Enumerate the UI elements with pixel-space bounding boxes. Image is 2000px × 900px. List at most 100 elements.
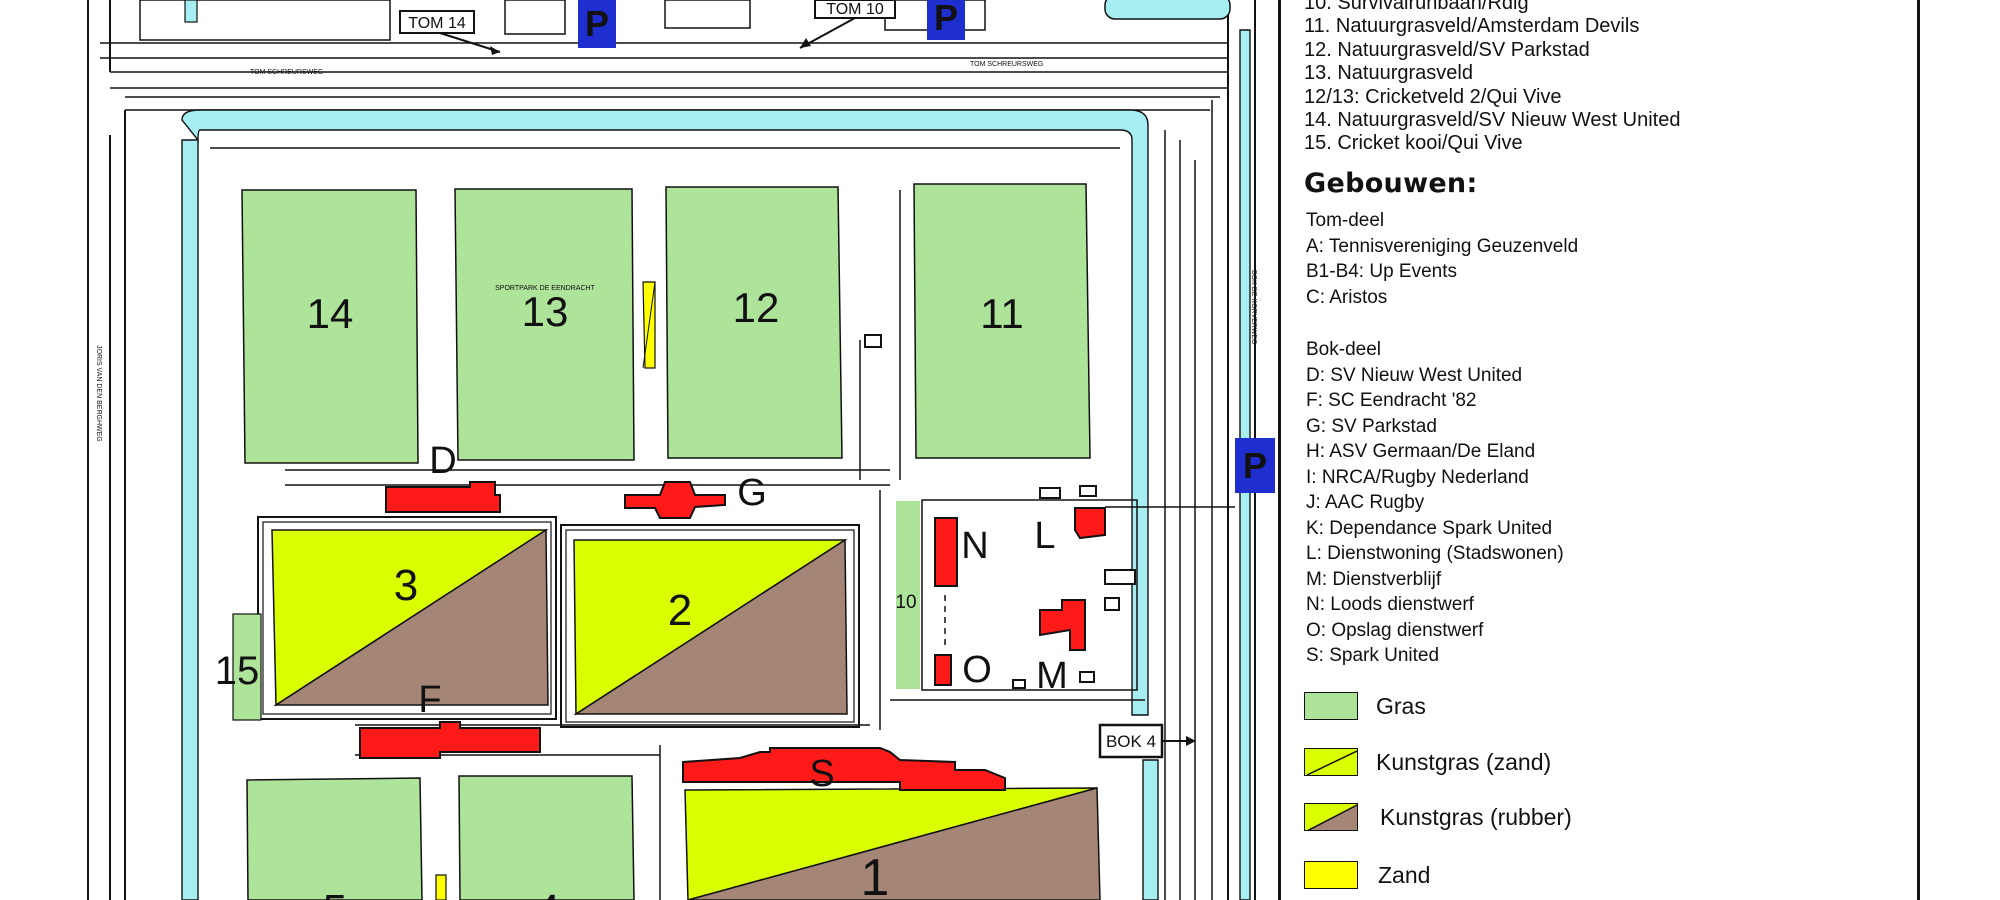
fields-legend-list: 10. Survivalrunbaan/Rdlg 11. Natuurgrasv… [1304, 0, 1680, 156]
field-2-rubber [573, 538, 848, 715]
field-1-number: 1 [861, 849, 890, 900]
upper-fields [241, 183, 1091, 464]
building-label-N: N [961, 525, 988, 567]
buildings-heading: Gebouwen: [1304, 168, 1478, 199]
bok-buildings-list: Bok-deel D: SV Nieuw West United F: SC E… [1306, 337, 1564, 669]
parking-label-center: P [934, 0, 958, 38]
swatch-gras-icon [1304, 692, 1358, 720]
buildings [359, 481, 1106, 791]
building-legend-item: K: Dependance Spark United [1306, 517, 1553, 539]
field-4 [458, 775, 635, 900]
fields-legend-item: 15. Cricket kooi/Qui Vive [1304, 132, 1523, 155]
fields-legend-item: 10. Survivalrunbaan/Rdlg [1304, 0, 1529, 14]
field-12 [665, 186, 843, 459]
fields-legend-item: 12. Natuurgrasveld/SV Parkstad [1304, 38, 1590, 61]
building-legend-item: D: SV Nieuw West United [1306, 364, 1523, 386]
swatch-zand-icon [1304, 861, 1358, 889]
field-1-rubber [687, 787, 1101, 900]
swatch-label: Kunstgras (rubber) [1380, 804, 1572, 830]
canal [181, 29, 1251, 900]
sportpark-label: SPORTPARK DE EENDRACHT [495, 285, 595, 292]
building-F [359, 721, 541, 759]
building-M [1039, 599, 1086, 651]
building-legend-item: I: NRCA/Rugby Nederland [1306, 466, 1529, 488]
building-legend-item: S: Spark United [1306, 645, 1440, 666]
field-12-number: 12 [733, 284, 780, 331]
bok-group-title: Bok-deel [1306, 339, 1381, 360]
field-3-rubber [273, 528, 549, 706]
building-label-O: O [962, 649, 992, 691]
building-legend-item: N: Loods dienstwerf [1306, 594, 1474, 615]
building-legend-item: G: SV Parkstad [1306, 415, 1437, 437]
entrance-tags: TOM 14 TOM 10 BOK 4 [399, 0, 1196, 759]
building-label-G: G [737, 472, 767, 514]
building-legend-item: O: Opslag dienstwerf [1306, 619, 1484, 641]
fields-legend-item: 12/13: Cricketveld 2/Qui Vive [1304, 85, 1562, 108]
fields-legend-item: 11. Natuurgrasveld/Amsterdam Devils [1304, 15, 1640, 38]
field-2-number: 2 [668, 586, 692, 635]
field-5-number: 5 [323, 886, 347, 900]
parking-signs: P P P [578, 0, 1275, 493]
building-label-S: S [809, 753, 834, 795]
map-area[interactable]: P P P TOM 14 TOM 10 BOK 4 TOM SCHREURSWE… [0, 0, 1280, 900]
parking-sign-center [927, 0, 965, 40]
building-label-D: D [429, 440, 456, 482]
dienstwerf-area [921, 499, 1138, 691]
swatch-kunstgras-zand-icon [1304, 748, 1358, 776]
street-tom-schreursweg-left: TOM SCHREURSWEG [250, 69, 323, 76]
field-13 [454, 188, 635, 461]
field-13-number: 13 [522, 288, 569, 335]
map-svg[interactable]: P P P TOM 14 TOM 10 BOK 4 TOM SCHREURSWE… [0, 0, 1280, 900]
field-11-number: 11 [980, 290, 1024, 337]
swatch-label: Kunstgras (zand) [1376, 749, 1552, 775]
artificial-fields [257, 516, 1101, 900]
field-3-number: 3 [394, 561, 418, 610]
building-O [934, 654, 952, 686]
field-5 [246, 777, 423, 900]
tom-buildings-list: Tom-deel A: Tennisvereniging Geuzenveld … [1306, 208, 1578, 310]
lower-fields [246, 775, 635, 900]
building-label-L: L [1034, 515, 1055, 557]
utility-boxes [864, 334, 1136, 689]
parking-sign-left [578, 0, 616, 48]
swatch-label: Zand [1378, 862, 1431, 888]
building-legend-item: A: Tennisvereniging Geuzenveld [1306, 235, 1579, 257]
tom14-label: TOM 14 [408, 15, 466, 32]
street-bok-de-korverweg: BOK DE KORVERWEG [1250, 270, 1257, 344]
building-G [624, 481, 726, 519]
building-N [934, 517, 958, 587]
building-legend-item: H: ASV Germaan/De Eland [1306, 441, 1536, 462]
sand-strip-lower [435, 874, 447, 900]
building-L [1074, 507, 1106, 540]
building-D [385, 481, 501, 513]
bok4-label: BOK 4 [1106, 732, 1156, 751]
field-15-number: 15 [215, 649, 260, 693]
building-legend-item: C: Aristos [1306, 286, 1388, 308]
water-top-left [184, 0, 198, 23]
building-legend-item: L: Dienstwoning (Stadswonen) [1306, 543, 1564, 564]
street-joris-van-den-berghweg: JORIS VAN DEN BERGHWEG [95, 345, 102, 442]
building-legend-item: J: AAC Rugby [1306, 492, 1425, 513]
parking-label-right: P [1243, 445, 1267, 486]
parking-label-left: P [585, 3, 609, 44]
field-14-number: 14 [307, 290, 354, 337]
field-4-number: 4 [536, 886, 560, 900]
building-S [682, 747, 1006, 791]
field-11 [913, 183, 1091, 459]
building-legend-item: M: Dienstverblijf [1306, 568, 1442, 590]
street-tom-schreursweg-right: TOM SCHREURSWEG [970, 61, 1043, 68]
field-10 [896, 501, 920, 689]
field-10-number: 10 [895, 592, 916, 613]
fields-legend-item: 13. Natuurgrasveld [1304, 62, 1473, 85]
legend-panel: 10. Survivalrunbaan/Rdlg 11. Natuurgrasv… [1278, 0, 1920, 900]
swatch-kunstgras-rubber-icon [1304, 803, 1358, 831]
swatch-label: Gras [1376, 693, 1426, 719]
building-legend-item: F: SC Eendracht '82 [1306, 390, 1477, 411]
field-15 [232, 613, 262, 721]
fields-legend-item: 14. Natuurgrasveld/SV Nieuw West United [1304, 109, 1681, 132]
building-label-M: M [1036, 655, 1068, 697]
building-legend-item: B1-B4: Up Events [1306, 261, 1458, 282]
field-14 [241, 189, 419, 464]
tom10-label: TOM 10 [826, 1, 884, 18]
building-label-F: F [418, 679, 441, 721]
